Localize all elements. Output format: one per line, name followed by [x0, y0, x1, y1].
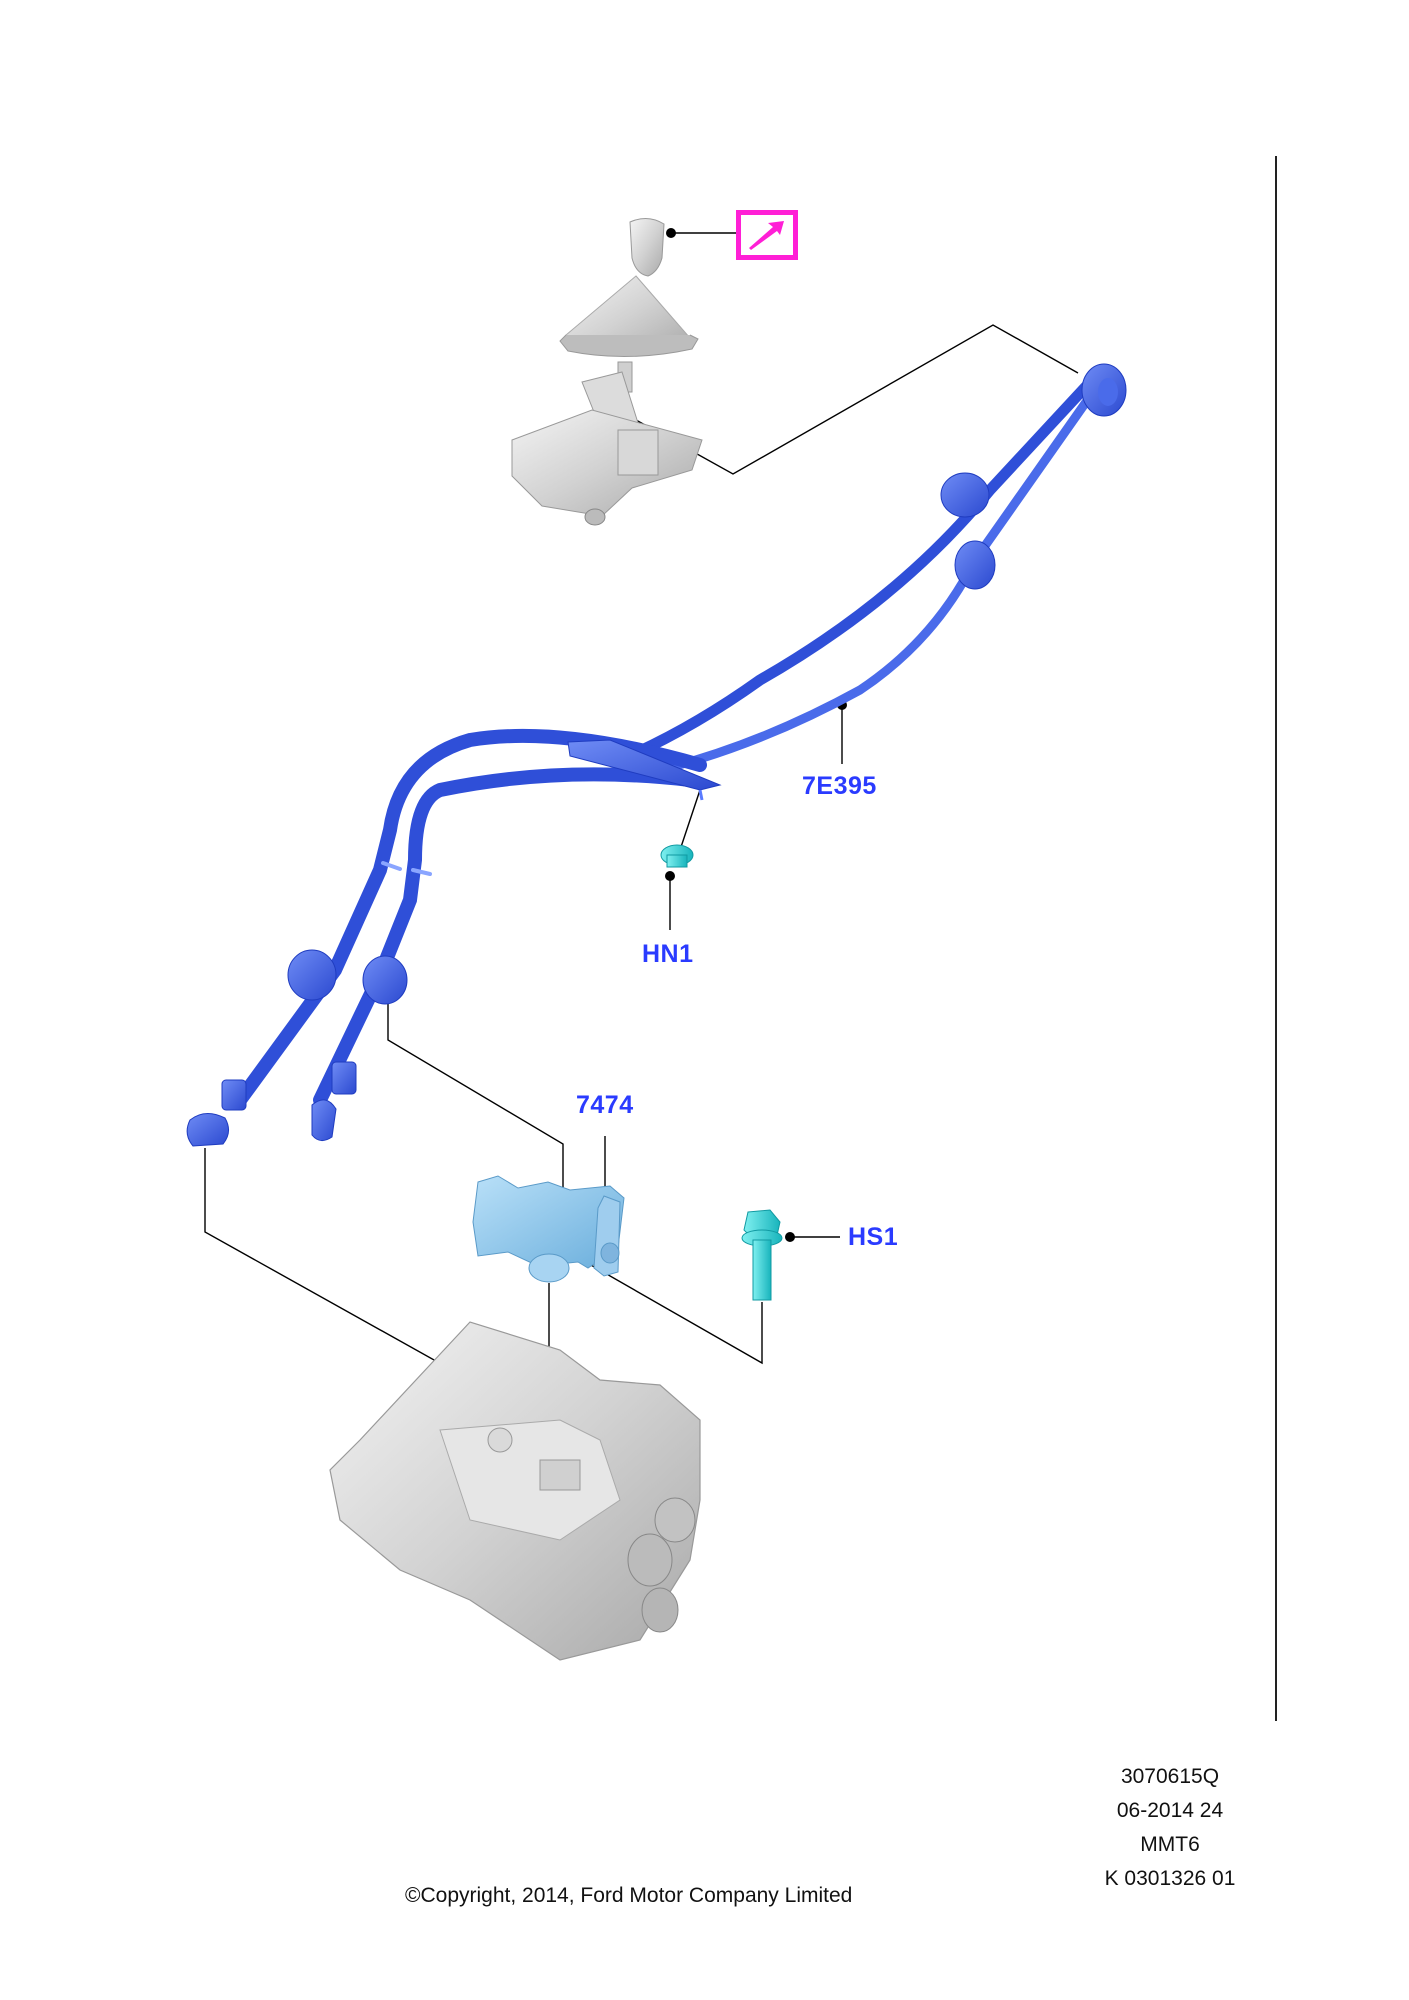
- illustration-date: 06-2014 24: [1116, 1799, 1224, 1822]
- reference-link-box[interactable]: [736, 210, 798, 260]
- bolt-hs1: [741, 1209, 783, 1301]
- callout-hn1[interactable]: HN1: [642, 940, 694, 968]
- callout-hs1[interactable]: HS1: [848, 1223, 899, 1251]
- shift-lever-housing: [511, 361, 703, 526]
- cable-grommets: [287, 472, 996, 1005]
- copyright-notice: ©Copyright, 2014, Ford Motor Company Lim…: [405, 1884, 853, 1907]
- callout-7e395[interactable]: 7E395: [802, 772, 877, 800]
- arrow-up-right-icon: [749, 221, 784, 250]
- catalog-reference: K 0301326 01: [1104, 1867, 1236, 1890]
- cable-end-fittings: [186, 1061, 357, 1147]
- page-border-rule: [1275, 156, 1277, 1721]
- nut-hn1: [660, 844, 694, 868]
- transmission-code: MMT6: [1140, 1833, 1200, 1856]
- illustration-number: 3070615Q: [1120, 1765, 1220, 1788]
- cable-end-cap: [1081, 363, 1127, 417]
- cable-mounting-plate: [567, 739, 722, 801]
- bracket-7474: [472, 1175, 625, 1283]
- transmission: [329, 1321, 701, 1661]
- leader-dots: [600, 228, 847, 1242]
- shift-knob-and-boot: [559, 218, 699, 357]
- leader-lines: [204, 232, 1079, 1432]
- callout-7474[interactable]: 7474: [576, 1091, 634, 1119]
